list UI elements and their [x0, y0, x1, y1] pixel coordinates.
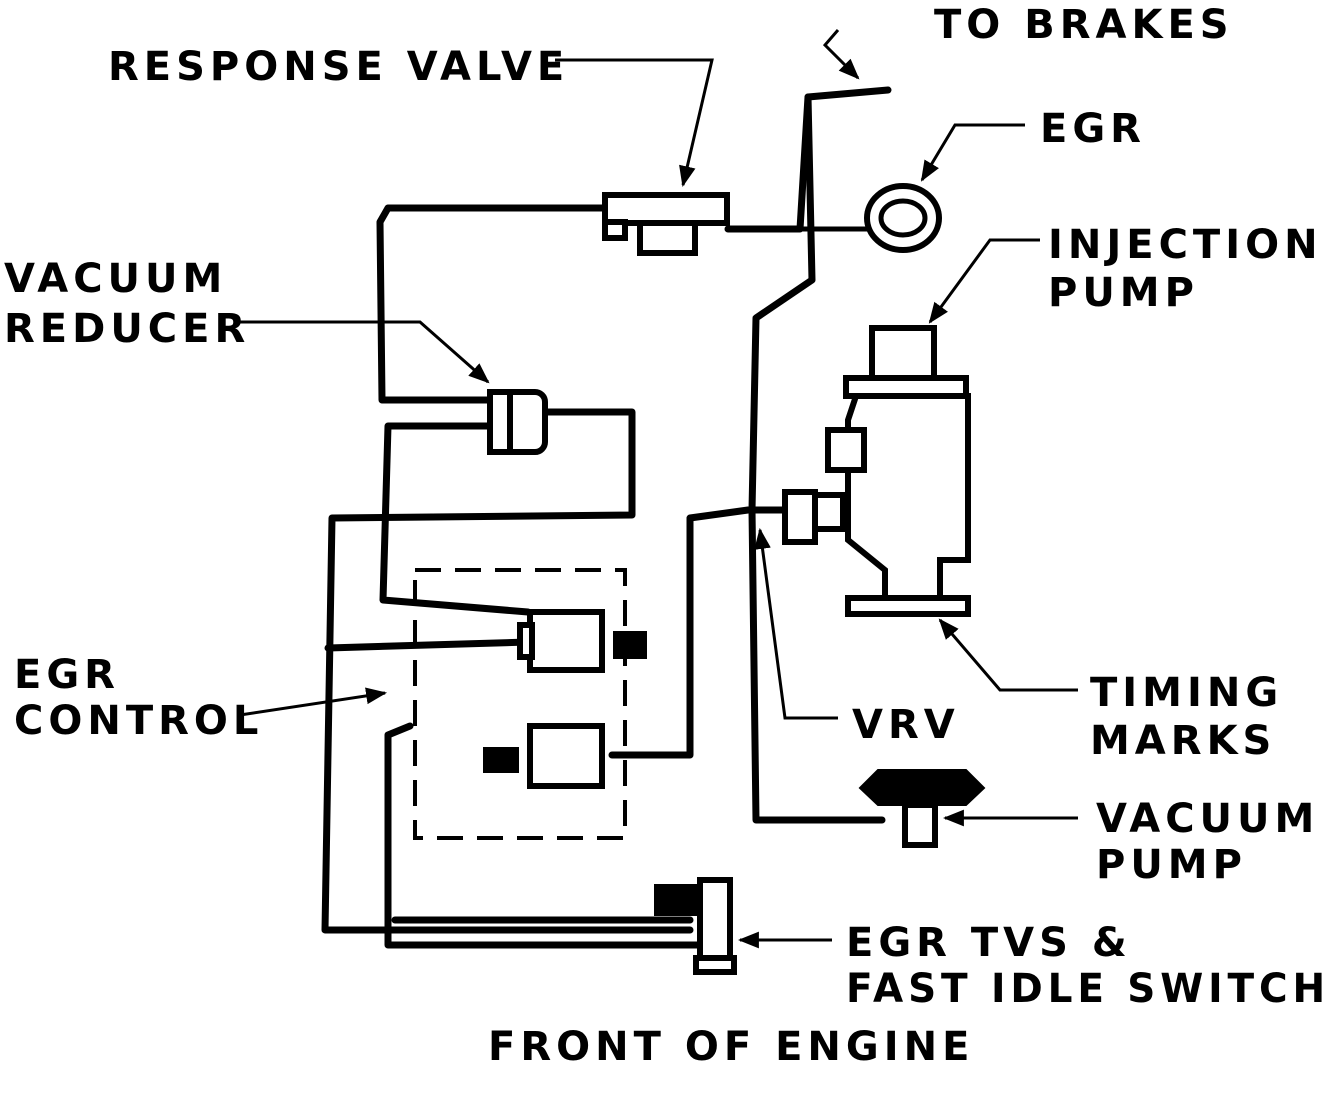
label-to-brakes: TO BRAKES — [934, 2, 1234, 48]
egr-tvs-fast-idle-switch — [654, 877, 737, 975]
label-timing-marks-line2: MARKS — [1090, 718, 1276, 764]
response-valve — [602, 192, 730, 256]
label-vacuum-reducer-line1: VACUUM — [4, 256, 227, 302]
label-vrv: VRV — [852, 702, 960, 748]
label-egr-tvs-line2: FAST IDLE SWITCH — [846, 966, 1330, 1012]
label-egr-control-line1: EGR — [14, 652, 120, 698]
label-egr-tvs-line1: EGR TVS & — [846, 920, 1132, 966]
label-timing-marks-line1: TIMING — [1090, 670, 1283, 716]
label-front-of-engine: FRONT OF ENGINE — [488, 1024, 974, 1070]
injection-pump — [782, 325, 971, 617]
vacuum-reducer — [487, 389, 548, 455]
label-vacuum-pump-line2: PUMP — [1096, 842, 1247, 888]
diagram-labels: TO BRAKES RESPONSE VALVE EGR INJECTION P… — [4, 2, 1330, 1070]
label-vacuum-pump-line1: VACUUM — [1096, 796, 1319, 842]
egr-control-solenoids — [483, 609, 647, 789]
label-vacuum-reducer-line2: REDUCER — [4, 306, 250, 352]
label-response-valve: RESPONSE VALVE — [108, 44, 569, 90]
vacuum-pump — [858, 769, 986, 848]
leader-lines — [239, 29, 1078, 949]
label-injection-pump-line2: PUMP — [1048, 270, 1199, 316]
label-egr: EGR — [1040, 106, 1146, 152]
label-egr-control-line2: CONTROL — [14, 698, 263, 744]
egr-valve — [864, 183, 942, 253]
egr-control-boundary — [413, 568, 627, 840]
vacuum-hoses — [321, 86, 892, 949]
label-injection-pump-line1: INJECTION — [1048, 222, 1323, 268]
